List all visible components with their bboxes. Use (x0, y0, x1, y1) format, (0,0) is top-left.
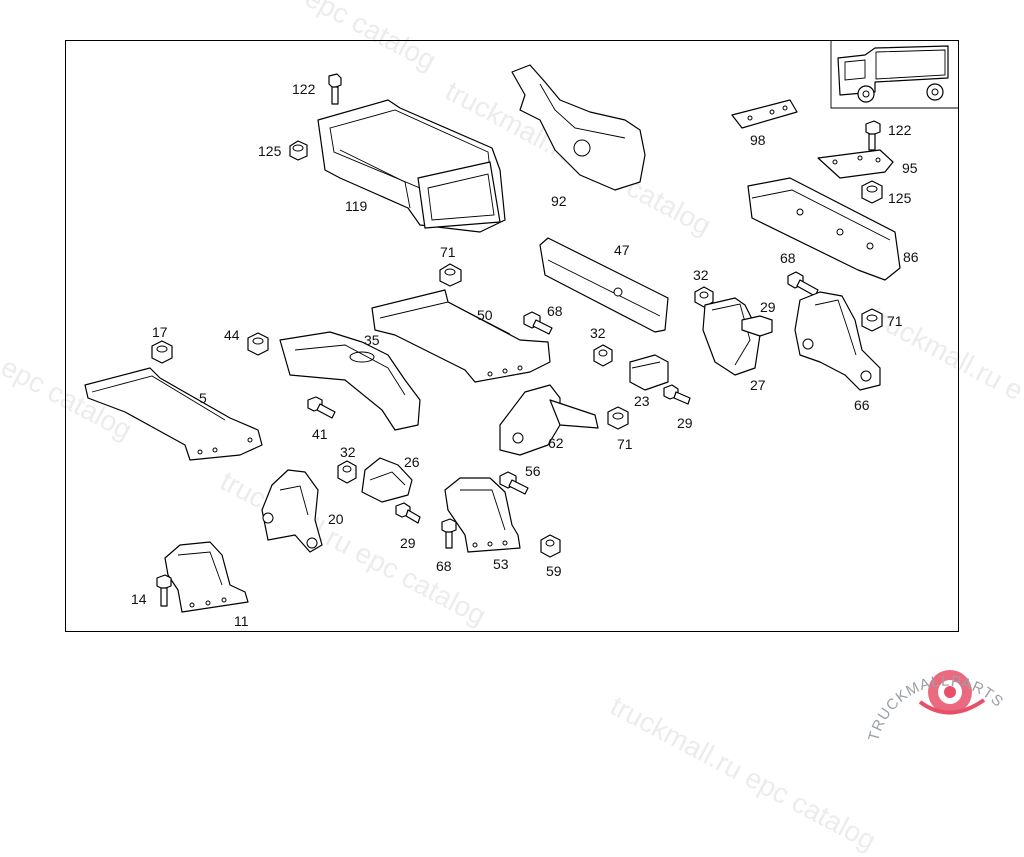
callout-56: 56 (525, 463, 541, 479)
callout-41: 41 (312, 426, 328, 442)
callout-71: 71 (887, 313, 903, 329)
callout-27: 27 (750, 377, 766, 393)
crossmember-119 (317, 99, 506, 233)
plate-98 (731, 99, 798, 129)
callout-11: 11 (234, 613, 249, 629)
callout-68: 68 (780, 250, 796, 266)
bolt-56 (499, 471, 529, 495)
bolt-29 (663, 384, 691, 405)
bracket-53 (444, 477, 521, 553)
logo-text: TRUCKMALLPARTS (865, 673, 1006, 743)
callout-32: 32 (590, 325, 606, 341)
callout-47: 47 (614, 242, 630, 258)
callout-122: 122 (888, 122, 912, 138)
nut-125 (289, 140, 308, 161)
callout-68: 68 (436, 558, 452, 574)
callout-71: 71 (440, 244, 456, 260)
nut-32 (337, 460, 357, 484)
nut-71 (439, 263, 462, 287)
nut-59 (540, 534, 561, 558)
callout-17: 17 (152, 324, 168, 340)
bolt-29 (395, 502, 421, 524)
rail-86 (747, 177, 901, 281)
bracket-62 (499, 384, 599, 456)
bolt-14 (156, 574, 172, 607)
callout-86: 86 (903, 249, 919, 265)
nut-125 (861, 180, 883, 204)
brand-logo: TRUCKMALLPARTS (865, 673, 1007, 743)
callout-59: 59 (546, 563, 562, 579)
callout-125: 125 (888, 190, 912, 206)
bolt-68 (441, 518, 457, 549)
crossmember-35 (279, 331, 421, 431)
nut-17 (151, 340, 173, 364)
callout-29: 29 (400, 535, 416, 551)
callout-62: 62 (548, 435, 564, 451)
callout-95: 95 (902, 160, 918, 176)
bracket-11 (164, 541, 249, 613)
bracket-27 (702, 297, 761, 376)
callout-71: 71 (617, 436, 633, 452)
callout-32: 32 (693, 267, 709, 283)
diagram-frame (65, 40, 959, 632)
callout-29: 29 (677, 415, 693, 431)
nut-44 (247, 332, 269, 356)
callout-53: 53 (493, 556, 509, 572)
callout-20: 20 (328, 511, 344, 527)
callout-35: 35 (364, 332, 380, 348)
truck-icon (830, 40, 959, 109)
bracket-20 (261, 469, 323, 553)
callout-44: 44 (224, 327, 240, 343)
parts-diagram (84, 40, 986, 715)
bolt-29 (741, 315, 773, 337)
crossmember-5 (84, 367, 263, 461)
bolt-122 (328, 73, 342, 105)
callout-66: 66 (854, 397, 870, 413)
logo-icon (918, 670, 986, 715)
plate-95 (817, 149, 894, 179)
callout-14: 14 (131, 591, 147, 607)
bracket-66 (794, 291, 881, 391)
callout-122: 122 (292, 81, 316, 97)
callout-125: 125 (258, 143, 282, 159)
bracket-92 (511, 64, 646, 191)
nut-71 (607, 406, 629, 430)
callout-5: 5 (199, 390, 207, 406)
callout-50: 50 (477, 307, 493, 323)
svg-text:TRUCKMALLPARTS: TRUCKMALLPARTS (865, 673, 1007, 743)
bolt-41 (307, 396, 336, 419)
bolt-68 (787, 271, 819, 297)
bolt-122 (865, 120, 881, 151)
callout-119: 119 (345, 198, 368, 214)
callout-26: 26 (404, 454, 420, 470)
nut-32 (694, 286, 714, 308)
callout-68: 68 (547, 303, 563, 319)
callout-32: 32 (340, 444, 356, 460)
callout-29: 29 (760, 299, 776, 315)
crossmember-50 (371, 289, 551, 383)
callout-23: 23 (634, 393, 650, 409)
callout-92: 92 (551, 193, 567, 209)
bolt-68 (523, 311, 553, 335)
callout-98: 98 (750, 132, 766, 148)
nut-32 (593, 344, 613, 367)
mount-26 (361, 457, 413, 503)
channel-47 (539, 237, 669, 333)
nut-71 (861, 308, 883, 332)
mount-23 (629, 354, 669, 391)
